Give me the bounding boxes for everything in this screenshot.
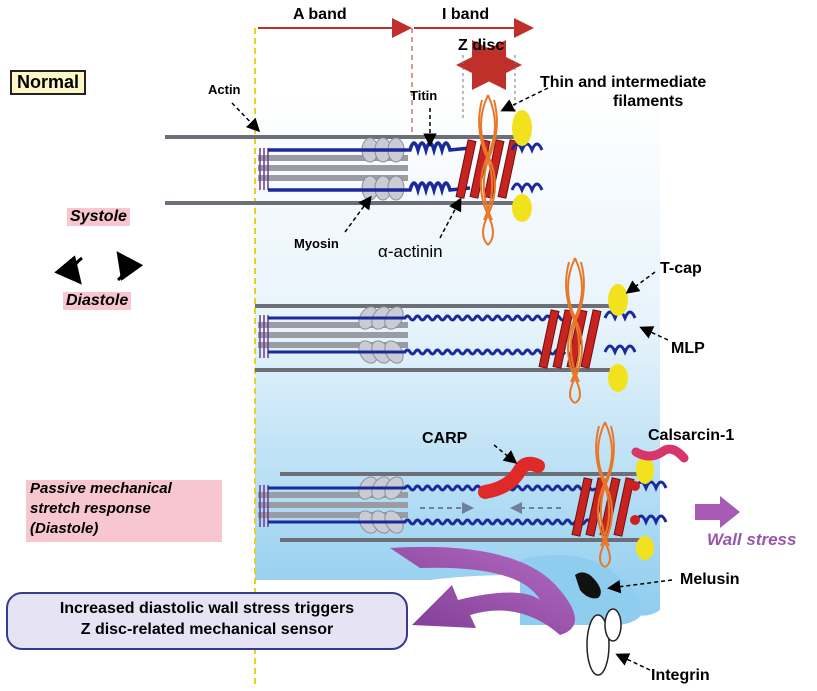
stretch-label-line1: Passive mechanical	[30, 480, 172, 497]
cell-background	[255, 95, 660, 616]
stretch-label-line3: (Diastole)	[30, 520, 99, 537]
filaments-label-line2: filaments	[613, 93, 684, 110]
tcap-leader	[625, 271, 656, 294]
wall-stress-arrow-shape	[695, 496, 740, 528]
melusin-label: Melusin	[680, 571, 740, 588]
callout-box: Increased diastolic wall stress triggers…	[6, 592, 408, 650]
sarcomere-systole	[165, 94, 544, 246]
calsarcin-protein	[631, 444, 689, 463]
myosin-leader	[344, 195, 372, 233]
titin-label: Titin	[410, 88, 438, 103]
signal-curved-arrow	[390, 546, 575, 635]
carp-protein	[478, 456, 545, 499]
carp-label: CARP	[422, 430, 468, 447]
tcap-label: T-cap	[660, 260, 702, 277]
actinin-leader	[439, 197, 462, 239]
integrin-protein-2	[604, 608, 622, 642]
i-band-label: I band	[442, 6, 490, 23]
a-band-label: A band	[293, 6, 347, 23]
melusin-leader	[607, 579, 673, 594]
stretch-label-line2: stretch response	[30, 500, 151, 517]
z-disc-label: Z disc	[458, 37, 505, 54]
myosin-label: Myosin	[294, 236, 339, 251]
actin-label: Actin	[208, 82, 241, 97]
systole-label: Systole	[67, 208, 130, 226]
alpha-actinin-label: α-actinin	[378, 242, 443, 261]
integrin-leader	[615, 653, 651, 671]
actin-leader	[231, 102, 261, 133]
filaments-leader	[500, 87, 549, 112]
callout-line1: Increased diastolic wall stress triggers	[59, 600, 355, 617]
state-label-normal: Normal	[10, 70, 87, 95]
mlp-leader	[639, 326, 669, 341]
mlp-label: MLP	[671, 340, 705, 357]
filaments-label-line1: Thin and intermediate	[540, 74, 707, 91]
integrin-protein-1	[586, 614, 610, 676]
integrin-label: Integrin	[651, 667, 710, 684]
carp-leader	[493, 444, 518, 464]
cycle-arrow-right	[116, 251, 144, 282]
callout-line2: Z disc-related mechanical sensor	[80, 621, 334, 638]
stretch-label-box: Passive mechanical stretch response (Dia…	[26, 480, 222, 542]
cycle-arrow-left	[54, 255, 83, 285]
melusin-protein	[575, 572, 601, 599]
calsarcin-label: Calsarcin-1	[648, 427, 735, 444]
sarcomere-stretch	[258, 421, 689, 568]
diastole-label: Diastole	[63, 292, 132, 310]
sarcomere-diastole	[255, 257, 637, 404]
wall-stress-label: Wall stress	[707, 530, 797, 549]
